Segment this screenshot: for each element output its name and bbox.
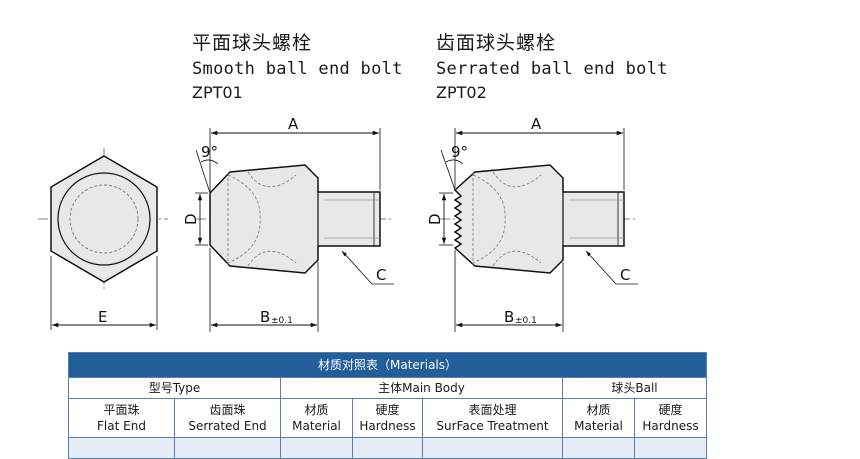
smooth-title-block: 平面球头螺栓 Smooth ball end bolt ZPT01	[192, 28, 403, 102]
materials-table: 材质对照表（Materials） 型号Type 主体Main Body 球头Ba…	[67, 352, 708, 459]
serrated-title-en: Serrated ball end bolt	[436, 59, 668, 79]
hex-outline	[50, 155, 158, 283]
smooth-title-en: Smooth ball end bolt	[192, 59, 403, 79]
serrated-bolt-side-view: 9° A B ±0.1 D C	[426, 115, 638, 332]
smooth-angle-label: 9°	[201, 143, 218, 161]
group-ball: 球头Ball	[561, 377, 708, 399]
smooth-dim-b-label: B	[260, 308, 270, 326]
materials-table-caption: 材质对照表（Materials）	[67, 352, 708, 378]
serrated-title-block: 齿面球头螺栓 Serrated ball end bolt ZPT02	[436, 28, 668, 102]
hex-end-view: E	[38, 148, 168, 330]
smooth-bolt-side-view: 9° A B ±0.1 D C	[182, 115, 394, 332]
smooth-title-cn: 平面球头螺栓	[192, 32, 313, 54]
smooth-dim-c-label: C	[376, 266, 386, 284]
serrated-bolt-body	[453, 164, 625, 274]
dim-e-label: E	[98, 308, 107, 326]
serrated-angle-label: 9°	[451, 143, 468, 161]
smooth-dim-a-label: A	[288, 115, 299, 133]
group-type: 型号Type	[68, 377, 281, 399]
serrated-title-cn: 齿面球头螺栓	[436, 32, 557, 54]
serrated-dim-c-label: C	[620, 266, 630, 284]
serrated-dim-d-label: D	[426, 213, 444, 225]
table-row	[68, 437, 708, 459]
smooth-bolt-body	[209, 164, 381, 274]
materials-table-wrapper: 材质对照表（Materials） 型号Type 主体Main Body 球头Ba…	[67, 352, 708, 459]
serrated-dim-b-tolerance: ±0.1	[515, 316, 537, 326]
smooth-dim-b-tolerance: ±0.1	[271, 316, 293, 326]
smooth-model-code: ZPT01	[192, 83, 243, 102]
serrated-dim-a-label: A	[531, 115, 542, 133]
serrated-model-code: ZPT02	[436, 83, 487, 102]
serrated-dim-b-label: B	[504, 308, 514, 326]
smooth-dim-d-label: D	[182, 213, 200, 225]
hex-inner-circle	[57, 172, 151, 266]
technical-drawing: E 9° A B ±0.1 D C	[38, 115, 638, 332]
group-main-body: 主体Main Body	[280, 377, 563, 399]
